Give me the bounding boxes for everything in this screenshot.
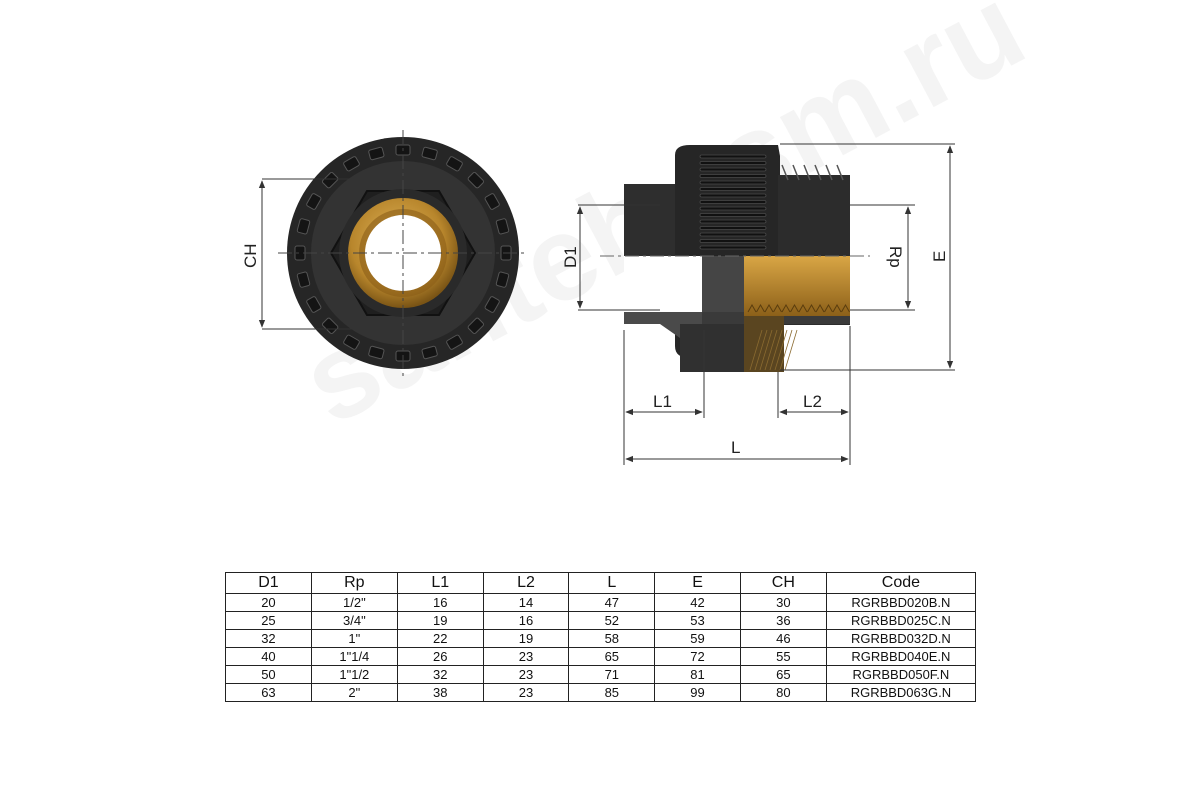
d1-label: D1 bbox=[561, 246, 580, 268]
brass-section bbox=[744, 256, 850, 316]
table-cell: 23 bbox=[482, 647, 570, 666]
ch-label: CH bbox=[241, 243, 260, 268]
table-cell: 26 bbox=[396, 647, 484, 666]
table-cell: 81 bbox=[654, 665, 741, 684]
column-header: L1 bbox=[396, 572, 484, 594]
table-cell: 40 bbox=[225, 647, 312, 666]
table-cell: 19 bbox=[396, 611, 484, 630]
e-dimension: E bbox=[780, 143, 955, 371]
table-cell: 42 bbox=[654, 593, 741, 612]
column-header: Code bbox=[825, 572, 977, 594]
table-cell: 3/4" bbox=[310, 611, 398, 630]
table-cell: 2" bbox=[310, 683, 398, 702]
front-view bbox=[278, 130, 528, 376]
rp-dimension: Rp bbox=[850, 204, 915, 311]
table-cell: 55 bbox=[739, 647, 827, 666]
l1-label: L1 bbox=[653, 392, 672, 411]
table-cell: 65 bbox=[568, 647, 656, 666]
table-cell: 23 bbox=[482, 683, 570, 702]
table-cell: 58 bbox=[568, 629, 656, 648]
table-cell: RGRBBD063G.N bbox=[825, 683, 977, 702]
table-cell: 36 bbox=[739, 611, 827, 630]
table-cell: 46 bbox=[739, 629, 827, 648]
table-cell: 32 bbox=[396, 665, 484, 684]
column-header: CH bbox=[739, 572, 827, 594]
table-cell: 99 bbox=[654, 683, 741, 702]
table-cell: 25 bbox=[225, 611, 312, 630]
table-cell: 23 bbox=[482, 665, 570, 684]
table-cell: 53 bbox=[654, 611, 741, 630]
side-view bbox=[600, 145, 870, 372]
table-cell: RGRBBD032D.N bbox=[825, 629, 977, 648]
table-cell: RGRBBD020B.N bbox=[825, 593, 977, 612]
table-cell: 30 bbox=[739, 593, 827, 612]
technical-drawing: CH D1 Rp bbox=[241, 130, 955, 465]
table-cell: RGRBBD040E.N bbox=[825, 647, 977, 666]
table-cell: 1"1/4 bbox=[310, 647, 398, 666]
table-cell: 65 bbox=[739, 665, 827, 684]
ch-dimension: CH bbox=[241, 178, 370, 330]
table-cell: 1"1/2 bbox=[310, 665, 398, 684]
table-cell: 16 bbox=[396, 593, 484, 612]
column-header: Rp bbox=[310, 572, 398, 594]
table-cell: 63 bbox=[225, 683, 312, 702]
table-cell: RGRBBD025C.N bbox=[825, 611, 977, 630]
column-header: E bbox=[654, 572, 741, 594]
table-cell: 59 bbox=[654, 629, 741, 648]
table-cell: 16 bbox=[482, 611, 570, 630]
table-cell: 80 bbox=[739, 683, 827, 702]
rp-label: Rp bbox=[886, 246, 905, 268]
table-cell: 71 bbox=[568, 665, 656, 684]
table-cell: 32 bbox=[225, 629, 312, 648]
length-dimensions: L1 L2 L bbox=[623, 326, 851, 465]
table-cell: 85 bbox=[568, 683, 656, 702]
e-label: E bbox=[930, 251, 949, 262]
table-cell: 38 bbox=[396, 683, 484, 702]
column-header: D1 bbox=[225, 572, 312, 594]
table-cell: 14 bbox=[482, 593, 570, 612]
l-label: L bbox=[731, 438, 740, 457]
table-cell: 1/2" bbox=[310, 593, 398, 612]
table-cell: 1" bbox=[310, 629, 398, 648]
table-cell: 72 bbox=[654, 647, 741, 666]
table-cell: RGRBBD050F.N bbox=[825, 665, 977, 684]
table-cell: 20 bbox=[225, 593, 312, 612]
table-cell: 50 bbox=[225, 665, 312, 684]
column-header: L bbox=[568, 572, 656, 594]
l2-label: L2 bbox=[803, 392, 822, 411]
table-cell: 52 bbox=[568, 611, 656, 630]
table-cell: 47 bbox=[568, 593, 656, 612]
d1-dimension: D1 bbox=[561, 204, 660, 311]
table-cell: 19 bbox=[482, 629, 570, 648]
column-header: L2 bbox=[482, 572, 570, 594]
table-cell: 22 bbox=[396, 629, 484, 648]
